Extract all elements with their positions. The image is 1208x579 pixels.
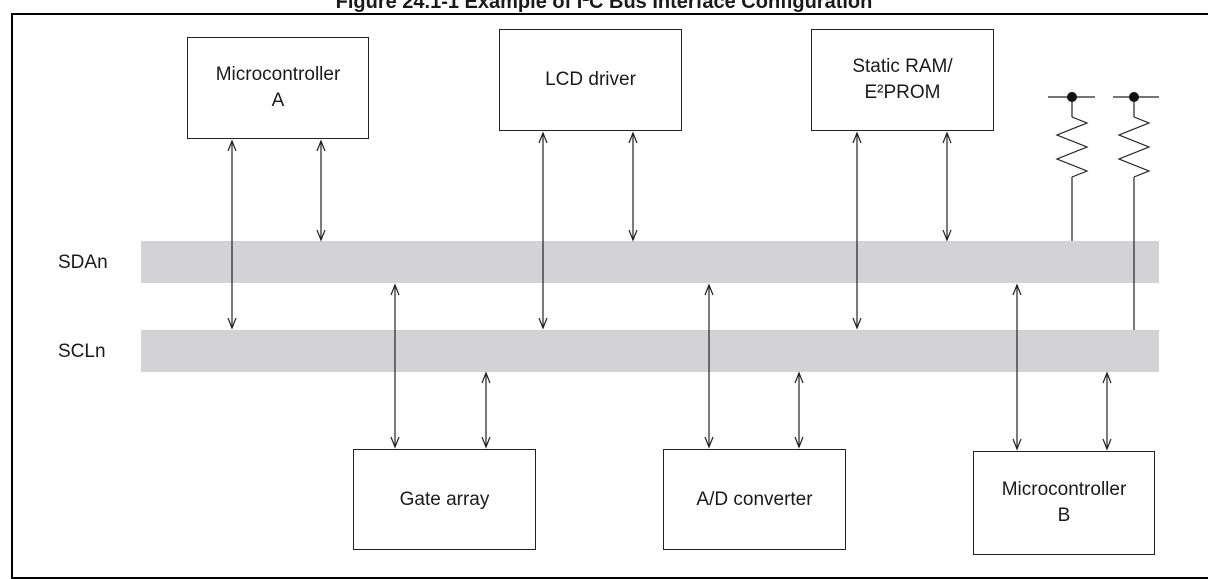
- sda-bus: [141, 241, 1159, 283]
- adc-sda-arrow: [704, 283, 714, 449]
- lcd-sda-arrow: [628, 131, 638, 242]
- mcu-b-scl-arrow: [1102, 371, 1112, 451]
- ad-converter-box: A/D converter: [663, 449, 846, 550]
- ram-sda-arrow: [942, 131, 952, 242]
- mcu-a-scl-arrow: [227, 139, 237, 330]
- sda-bus-label: SDAn: [58, 252, 108, 273]
- scl-pullup-node: [1129, 92, 1139, 102]
- microcontroller-a-sublabel: A: [271, 90, 285, 111]
- sda-pullup-node: [1067, 92, 1077, 102]
- gate-scl-arrow: [481, 371, 491, 449]
- microcontroller-b-label: Microcontroller: [1001, 479, 1127, 500]
- mcu-b-sda-arrow: [1012, 283, 1022, 451]
- lcd-driver-label: LCD driver: [545, 69, 636, 90]
- gate-sda-arrow: [390, 283, 400, 449]
- scl-pullup-resistor: [1113, 96, 1159, 330]
- microcontroller-a-box: Microcontroller A: [187, 37, 369, 139]
- microcontroller-b-box: Microcontroller B: [973, 451, 1155, 555]
- eeprom-label: E²PROM: [864, 82, 941, 103]
- sda-pullup-resistor: [1048, 96, 1095, 241]
- figure-title: Figure 24.1-1 Example of I²C Bus Interfa…: [335, 0, 873, 13]
- lcd-driver-box: LCD driver: [499, 29, 682, 131]
- lcd-scl-arrow: [538, 131, 548, 330]
- adc-scl-arrow: [794, 371, 804, 449]
- static-ram-box: Static RAM/ E²PROM: [811, 29, 994, 131]
- mcu-a-sda-arrow: [316, 139, 326, 242]
- ad-converter-label: A/D converter: [696, 488, 813, 510]
- scl-bus: [141, 330, 1159, 372]
- scl-bus-label: SCLn: [58, 341, 106, 362]
- gate-array-box: Gate array: [353, 449, 536, 550]
- microcontroller-b-sublabel: B: [1057, 505, 1071, 526]
- microcontroller-a-label: Microcontroller: [215, 64, 341, 85]
- gate-array-label: Gate array: [399, 488, 490, 510]
- ram-scl-arrow: [852, 131, 862, 330]
- static-ram-label: Static RAM/: [852, 56, 953, 77]
